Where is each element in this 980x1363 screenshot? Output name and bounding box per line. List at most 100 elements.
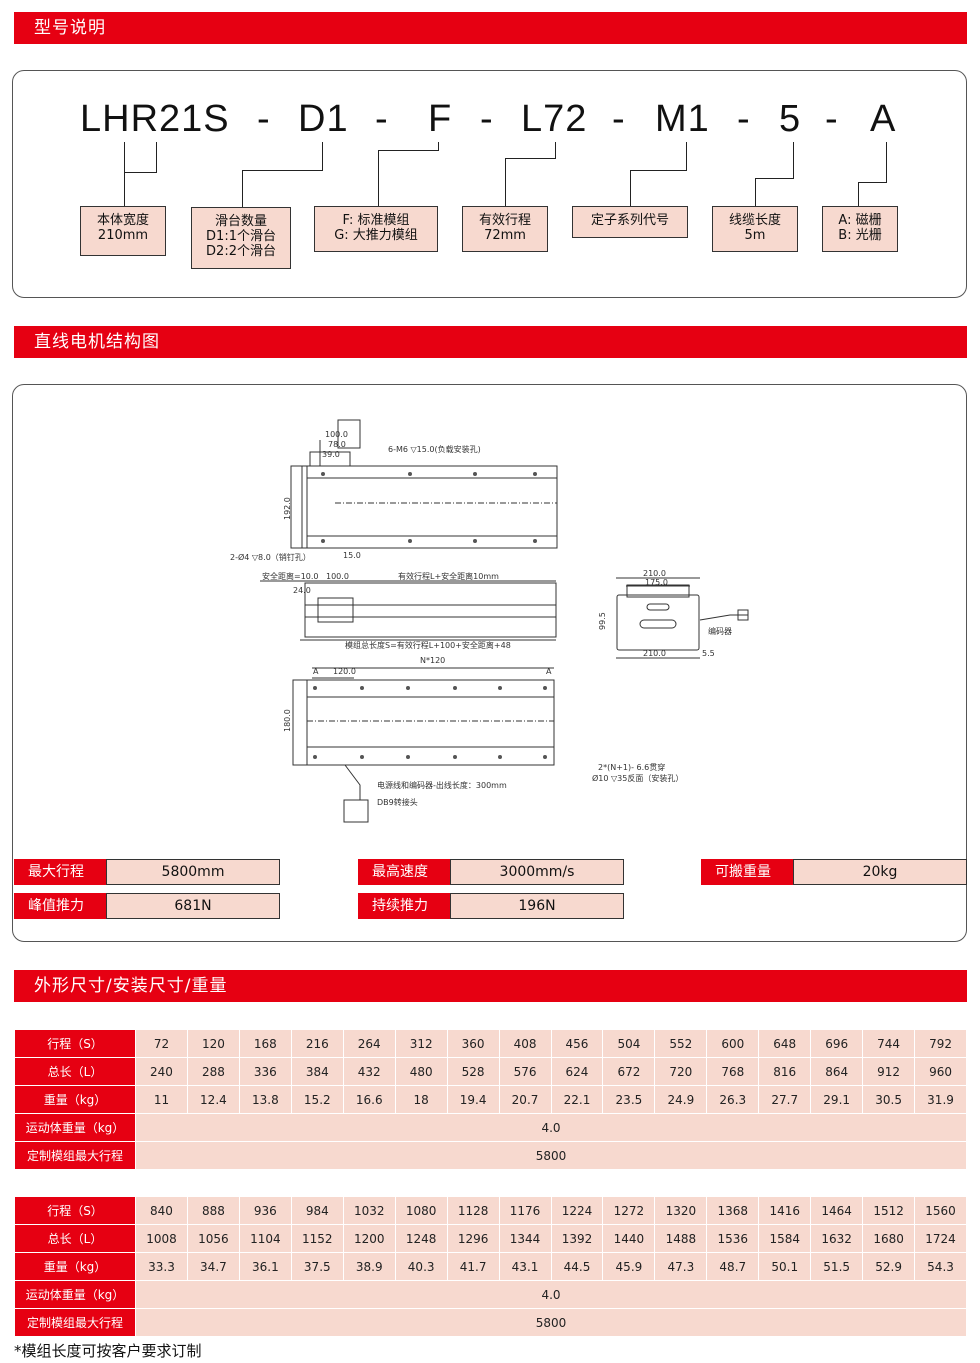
desc-line: A: 磁栅 xyxy=(838,213,882,228)
table-cell: 51.5 xyxy=(810,1252,864,1281)
desc-cable: 线缆长度 5m xyxy=(712,206,798,252)
table-cell: 1248 xyxy=(394,1224,448,1253)
table-cell: 216 xyxy=(290,1029,344,1058)
desc-line: 滑台数量 xyxy=(214,214,267,229)
table-cell: 47.3 xyxy=(654,1252,708,1281)
datum-a: A xyxy=(546,667,552,676)
connector xyxy=(686,142,687,171)
table-cell: 12.4 xyxy=(186,1085,240,1114)
footnote: *模组长度可按客户要求订制 xyxy=(14,1342,202,1360)
table-cell: 552 xyxy=(654,1029,708,1058)
table-cell: 1680 xyxy=(862,1224,916,1253)
table-cell: 720 xyxy=(654,1057,708,1086)
connector xyxy=(858,182,886,183)
section-title-model: 型号说明 xyxy=(14,12,967,44)
spec-label-payload: 可搬重量 xyxy=(701,859,793,885)
table-cell: 1008 xyxy=(135,1224,188,1253)
dim-100: 100.0 xyxy=(325,430,348,439)
spec-value-peak-force: 681N xyxy=(106,893,280,919)
table-cell: 792 xyxy=(914,1029,967,1058)
table-cell: 1536 xyxy=(706,1224,760,1253)
structure-panel xyxy=(12,384,967,942)
table-cell: 16.6 xyxy=(342,1085,396,1114)
table-cell: 384 xyxy=(290,1057,344,1086)
connector xyxy=(858,182,859,207)
table-cell: 30.5 xyxy=(862,1085,916,1114)
desc-line: 线缆长度 xyxy=(728,213,781,228)
table-cell: 984 xyxy=(290,1196,344,1225)
table-cell: 408 xyxy=(498,1029,552,1058)
table-cell: 1724 xyxy=(914,1224,967,1253)
table-cell: 936 xyxy=(238,1196,292,1225)
table-cell: 1032 xyxy=(342,1196,396,1225)
table-cell: 24.9 xyxy=(654,1085,708,1114)
table-cell: 20.7 xyxy=(498,1085,552,1114)
table-cell: 19.4 xyxy=(446,1085,500,1114)
table-cell: 888 xyxy=(186,1196,240,1225)
dim-120: 120.0 xyxy=(333,667,356,676)
dim-5-5: 5.5 xyxy=(702,649,715,658)
table-cell: 1320 xyxy=(654,1196,708,1225)
table-cell: 960 xyxy=(914,1057,967,1086)
desc-slider: 滑台数量 D1:1个滑台 D2:2个滑台 xyxy=(191,207,291,269)
table-cell: 1344 xyxy=(498,1224,552,1253)
desc-line: 定子系列代号 xyxy=(590,213,669,228)
table-cell: 13.8 xyxy=(238,1085,292,1114)
dim-78: 78.0 xyxy=(328,440,346,449)
datum-a: A xyxy=(313,667,319,676)
desc-line: 210mm xyxy=(97,228,149,243)
row-header: 定制模组最大行程 xyxy=(14,1308,136,1337)
dim-210: 210.0 xyxy=(643,569,666,578)
desc-line: D1:1个滑台 xyxy=(206,229,276,244)
spec-label-max-speed: 最高速度 xyxy=(358,859,450,885)
dim-pin: 2-Ø4 ▽8.0（销钉孔） xyxy=(230,552,311,562)
spec-label-max-stroke: 最大行程 xyxy=(14,859,106,885)
connector xyxy=(242,170,322,171)
code-dash: - xyxy=(375,98,389,140)
connector xyxy=(755,178,756,207)
connector xyxy=(793,142,794,179)
desc-stroke: 有效行程 72mm xyxy=(462,206,548,252)
table-cell: 120 xyxy=(186,1029,240,1058)
technical-drawing: 100.0 78.0 39.0 6-M6 ▽15.0(负载安装孔) 192.0 … xyxy=(230,419,749,823)
connector xyxy=(755,178,793,179)
row-header: 运动体重量（kg） xyxy=(14,1113,136,1142)
table-cell: 43.1 xyxy=(498,1252,552,1281)
code-cable: 5 xyxy=(779,98,802,140)
table-cell: 4.0 xyxy=(135,1113,967,1142)
table-cell: 27.7 xyxy=(758,1085,812,1114)
table-cell: 41.7 xyxy=(446,1252,500,1281)
code-stator: M1 xyxy=(655,98,710,140)
table-cell: 31.9 xyxy=(914,1085,967,1114)
table-cell: 312 xyxy=(394,1029,448,1058)
table-row-moving: 运动体重量（kg）4.0 xyxy=(14,1113,967,1142)
dim-24: 24.0 xyxy=(293,586,311,595)
spec-label-continuous-force: 持续推力 xyxy=(358,893,450,919)
table-cell: 1392 xyxy=(550,1224,604,1253)
table-cell: 1200 xyxy=(342,1224,396,1253)
label-db9: DB9转接头 xyxy=(377,797,418,807)
table-cell: 34.7 xyxy=(186,1252,240,1281)
connector xyxy=(242,170,243,208)
section-title-dims: 外形尺寸/安装尺寸/重量 xyxy=(14,970,967,1002)
table-cell: 54.3 xyxy=(914,1252,967,1281)
table-cell: 52.9 xyxy=(862,1252,916,1281)
row-header: 行程（S） xyxy=(14,1196,136,1225)
connector xyxy=(555,142,556,159)
table-cell: 50.1 xyxy=(758,1252,812,1281)
dim-safe: 安全距离=10.0 xyxy=(262,571,319,581)
table-cell: 456 xyxy=(550,1029,604,1058)
dim-175: 175.0 xyxy=(645,578,668,587)
code-dash: - xyxy=(612,98,626,140)
desc-line: F: 标准模组 xyxy=(342,213,410,228)
table-cell: 1464 xyxy=(810,1196,864,1225)
code-series: LHR21S xyxy=(80,98,230,140)
table-cell: 1176 xyxy=(498,1196,552,1225)
section-title-structure: 直线电机结构图 xyxy=(14,326,967,358)
